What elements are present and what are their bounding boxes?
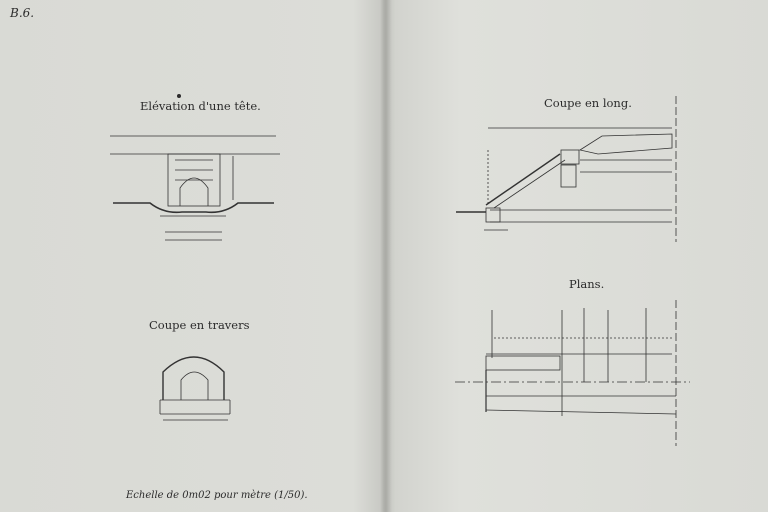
title-coupe-long: Coupe en long. (544, 96, 632, 110)
title-plans: Plans. (569, 277, 605, 291)
plate-number: B.6. (10, 6, 35, 20)
book-gutter (380, 0, 392, 512)
scale-caption: Echelle de 0m02 pour mètre (1/50). (126, 490, 308, 501)
coupe-long-drawing (456, 96, 677, 242)
elevation-drawing (110, 135, 280, 241)
coupe-travers-drawing (159, 356, 231, 421)
plans-drawing (455, 300, 690, 446)
title-elevation: Elévation d'une tête. (140, 99, 261, 113)
title-coupe-travers: Coupe en travers (149, 318, 250, 332)
ink-dot (177, 94, 181, 98)
